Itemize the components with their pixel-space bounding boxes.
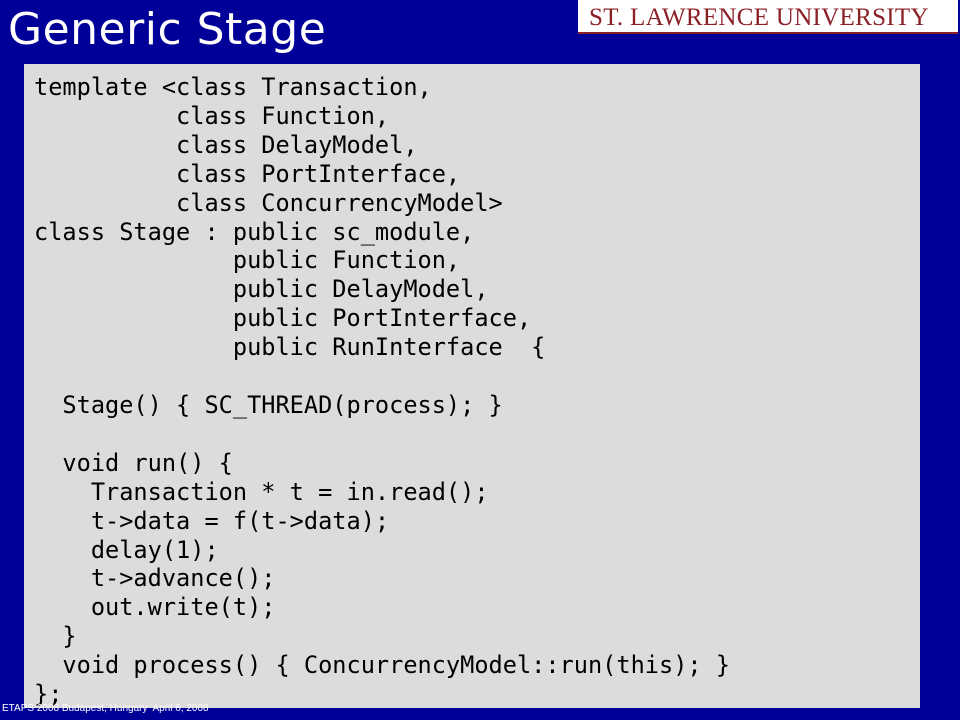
logo-text: ST. LAWRENCE UNIVERSITY [589,4,929,31]
code-line: t->data = f(t->data); [34,506,390,535]
code-line: public PortInterface, [34,304,532,333]
code-line: out.write(t); [34,593,276,622]
code-line: template <class Transaction, [34,73,432,101]
university-logo: ST. LAWRENCE UNIVERSITY [578,0,958,34]
code-line: class ConcurrencyModel> [34,188,503,217]
code-line: class Function, [34,101,390,130]
code-line: class DelayModel, [34,130,418,159]
code-block: template <class Transaction, class Funct… [34,73,920,709]
code-line: }; [34,680,63,709]
code-line: void process() { ConcurrencyModel::run(t… [34,651,731,680]
code-panel: template <class Transaction, class Funct… [24,64,920,708]
code-line: public DelayModel, [34,275,489,304]
code-line: delay(1); [34,535,219,564]
code-line: t->advance(); [34,564,276,593]
code-line: } [34,622,77,651]
code-line: class PortInterface, [34,159,461,188]
code-line: public Function, [34,246,461,275]
footer-text: ETAPS 2008 Budapest, Hungary April 6, 20… [2,703,209,714]
code-line: Stage() { SC_THREAD(process); } [34,390,503,419]
code-line: void run() { [34,448,233,477]
code-line: Transaction * t = in.read(); [34,477,489,506]
university-logo-wordmark: ST. LAWRENCE UNIVERSITY [589,4,929,31]
code-line: public RunInterface { [34,333,546,362]
code-line: class Stage : public sc_module, [34,217,475,246]
slide-title: Generic Stage [8,4,327,55]
